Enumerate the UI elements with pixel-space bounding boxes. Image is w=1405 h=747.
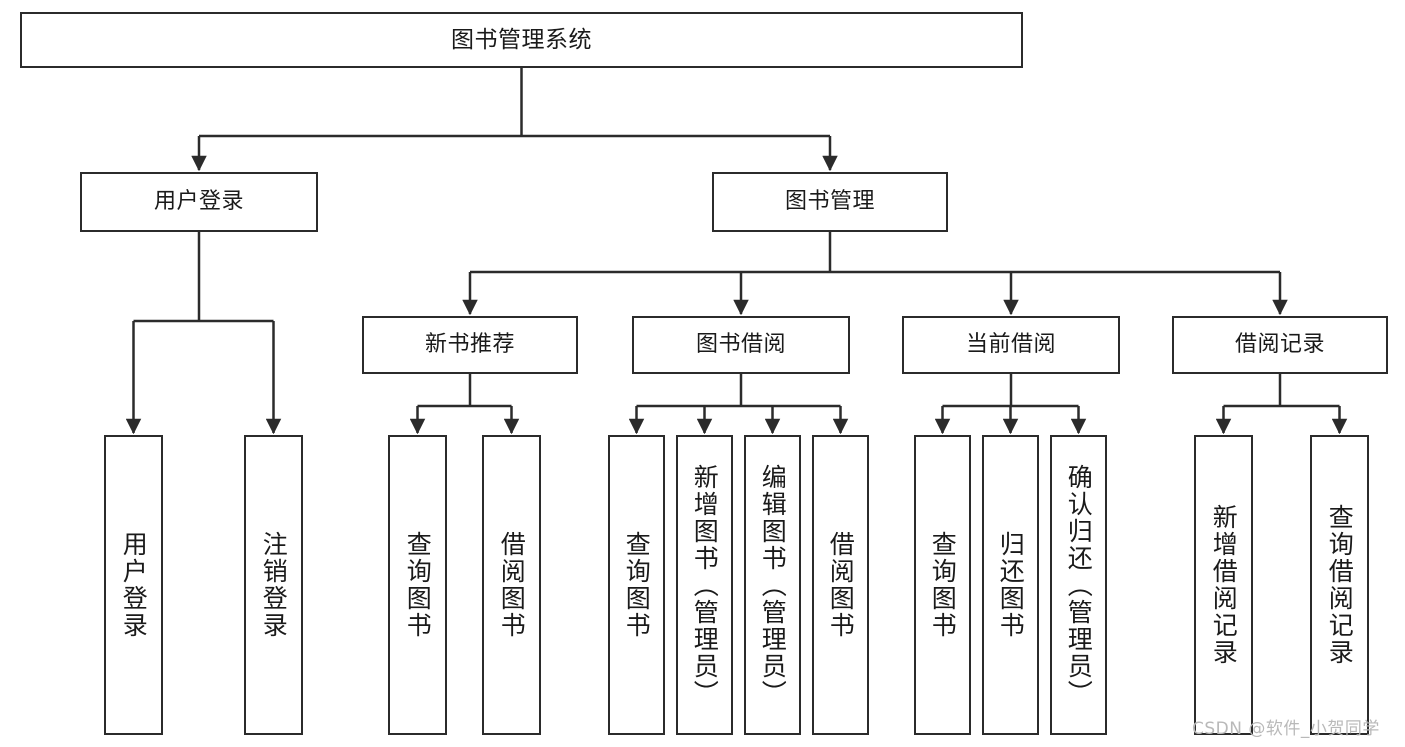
node-label: 归还图书 bbox=[996, 531, 1026, 639]
node-label: 新增借阅记录 bbox=[1209, 504, 1239, 666]
leaf-query-book-new-book[interactable]: 查询图书 bbox=[388, 435, 447, 735]
node-root-book-management-system[interactable]: 图书管理系统 bbox=[20, 12, 1023, 68]
leaf-add-book-admin[interactable]: 新增图书（管理员） bbox=[676, 435, 733, 735]
node-label: 用户登录 bbox=[119, 531, 149, 639]
leaf-query-book-current[interactable]: 查询图书 bbox=[914, 435, 971, 735]
node-label: 图书管理 bbox=[784, 189, 875, 214]
node-label: 新书推荐 bbox=[424, 332, 515, 357]
node-book-borrowing[interactable]: 图书借阅 bbox=[632, 316, 850, 374]
node-label: 新增图书（管理员） bbox=[690, 463, 720, 707]
csdn-watermark: CSDN @软件_小贺同学 bbox=[1192, 719, 1380, 739]
node-book-management[interactable]: 图书管理 bbox=[712, 172, 948, 232]
node-label: 注销登录 bbox=[259, 531, 289, 639]
leaf-add-borrow-record[interactable]: 新增借阅记录 bbox=[1194, 435, 1253, 735]
node-new-book-recommendation[interactable]: 新书推荐 bbox=[362, 316, 578, 374]
node-label: 查询借阅记录 bbox=[1325, 504, 1355, 666]
node-label: 图书管理系统 bbox=[451, 26, 592, 53]
node-label: 借阅图书 bbox=[497, 531, 527, 639]
node-borrowing-record[interactable]: 借阅记录 bbox=[1172, 316, 1388, 374]
node-user-login[interactable]: 用户登录 bbox=[80, 172, 318, 232]
node-label: 借阅图书 bbox=[826, 531, 856, 639]
leaf-query-borrow-record[interactable]: 查询借阅记录 bbox=[1310, 435, 1369, 735]
leaf-query-book-borrow[interactable]: 查询图书 bbox=[608, 435, 665, 735]
node-label: 查询图书 bbox=[928, 531, 958, 639]
node-label: 借阅记录 bbox=[1234, 332, 1325, 357]
leaf-user-login[interactable]: 用户登录 bbox=[104, 435, 163, 735]
node-current-borrowing[interactable]: 当前借阅 bbox=[902, 316, 1120, 374]
node-label: 当前借阅 bbox=[965, 332, 1056, 357]
node-label: 确认归还（管理员） bbox=[1064, 463, 1094, 707]
leaf-return-book[interactable]: 归还图书 bbox=[982, 435, 1039, 735]
leaf-confirm-return-admin[interactable]: 确认归还（管理员） bbox=[1050, 435, 1107, 735]
node-label: 编辑图书（管理员） bbox=[758, 463, 788, 707]
leaf-edit-book-admin[interactable]: 编辑图书（管理员） bbox=[744, 435, 801, 735]
leaf-user-logout[interactable]: 注销登录 bbox=[244, 435, 303, 735]
leaf-borrow-book-borrow[interactable]: 借阅图书 bbox=[812, 435, 869, 735]
node-label: 查询图书 bbox=[622, 531, 652, 639]
leaf-borrow-book-new-book[interactable]: 借阅图书 bbox=[482, 435, 541, 735]
node-label: 用户登录 bbox=[153, 189, 244, 214]
node-label: 查询图书 bbox=[403, 531, 433, 639]
node-label: 图书借阅 bbox=[695, 332, 786, 357]
